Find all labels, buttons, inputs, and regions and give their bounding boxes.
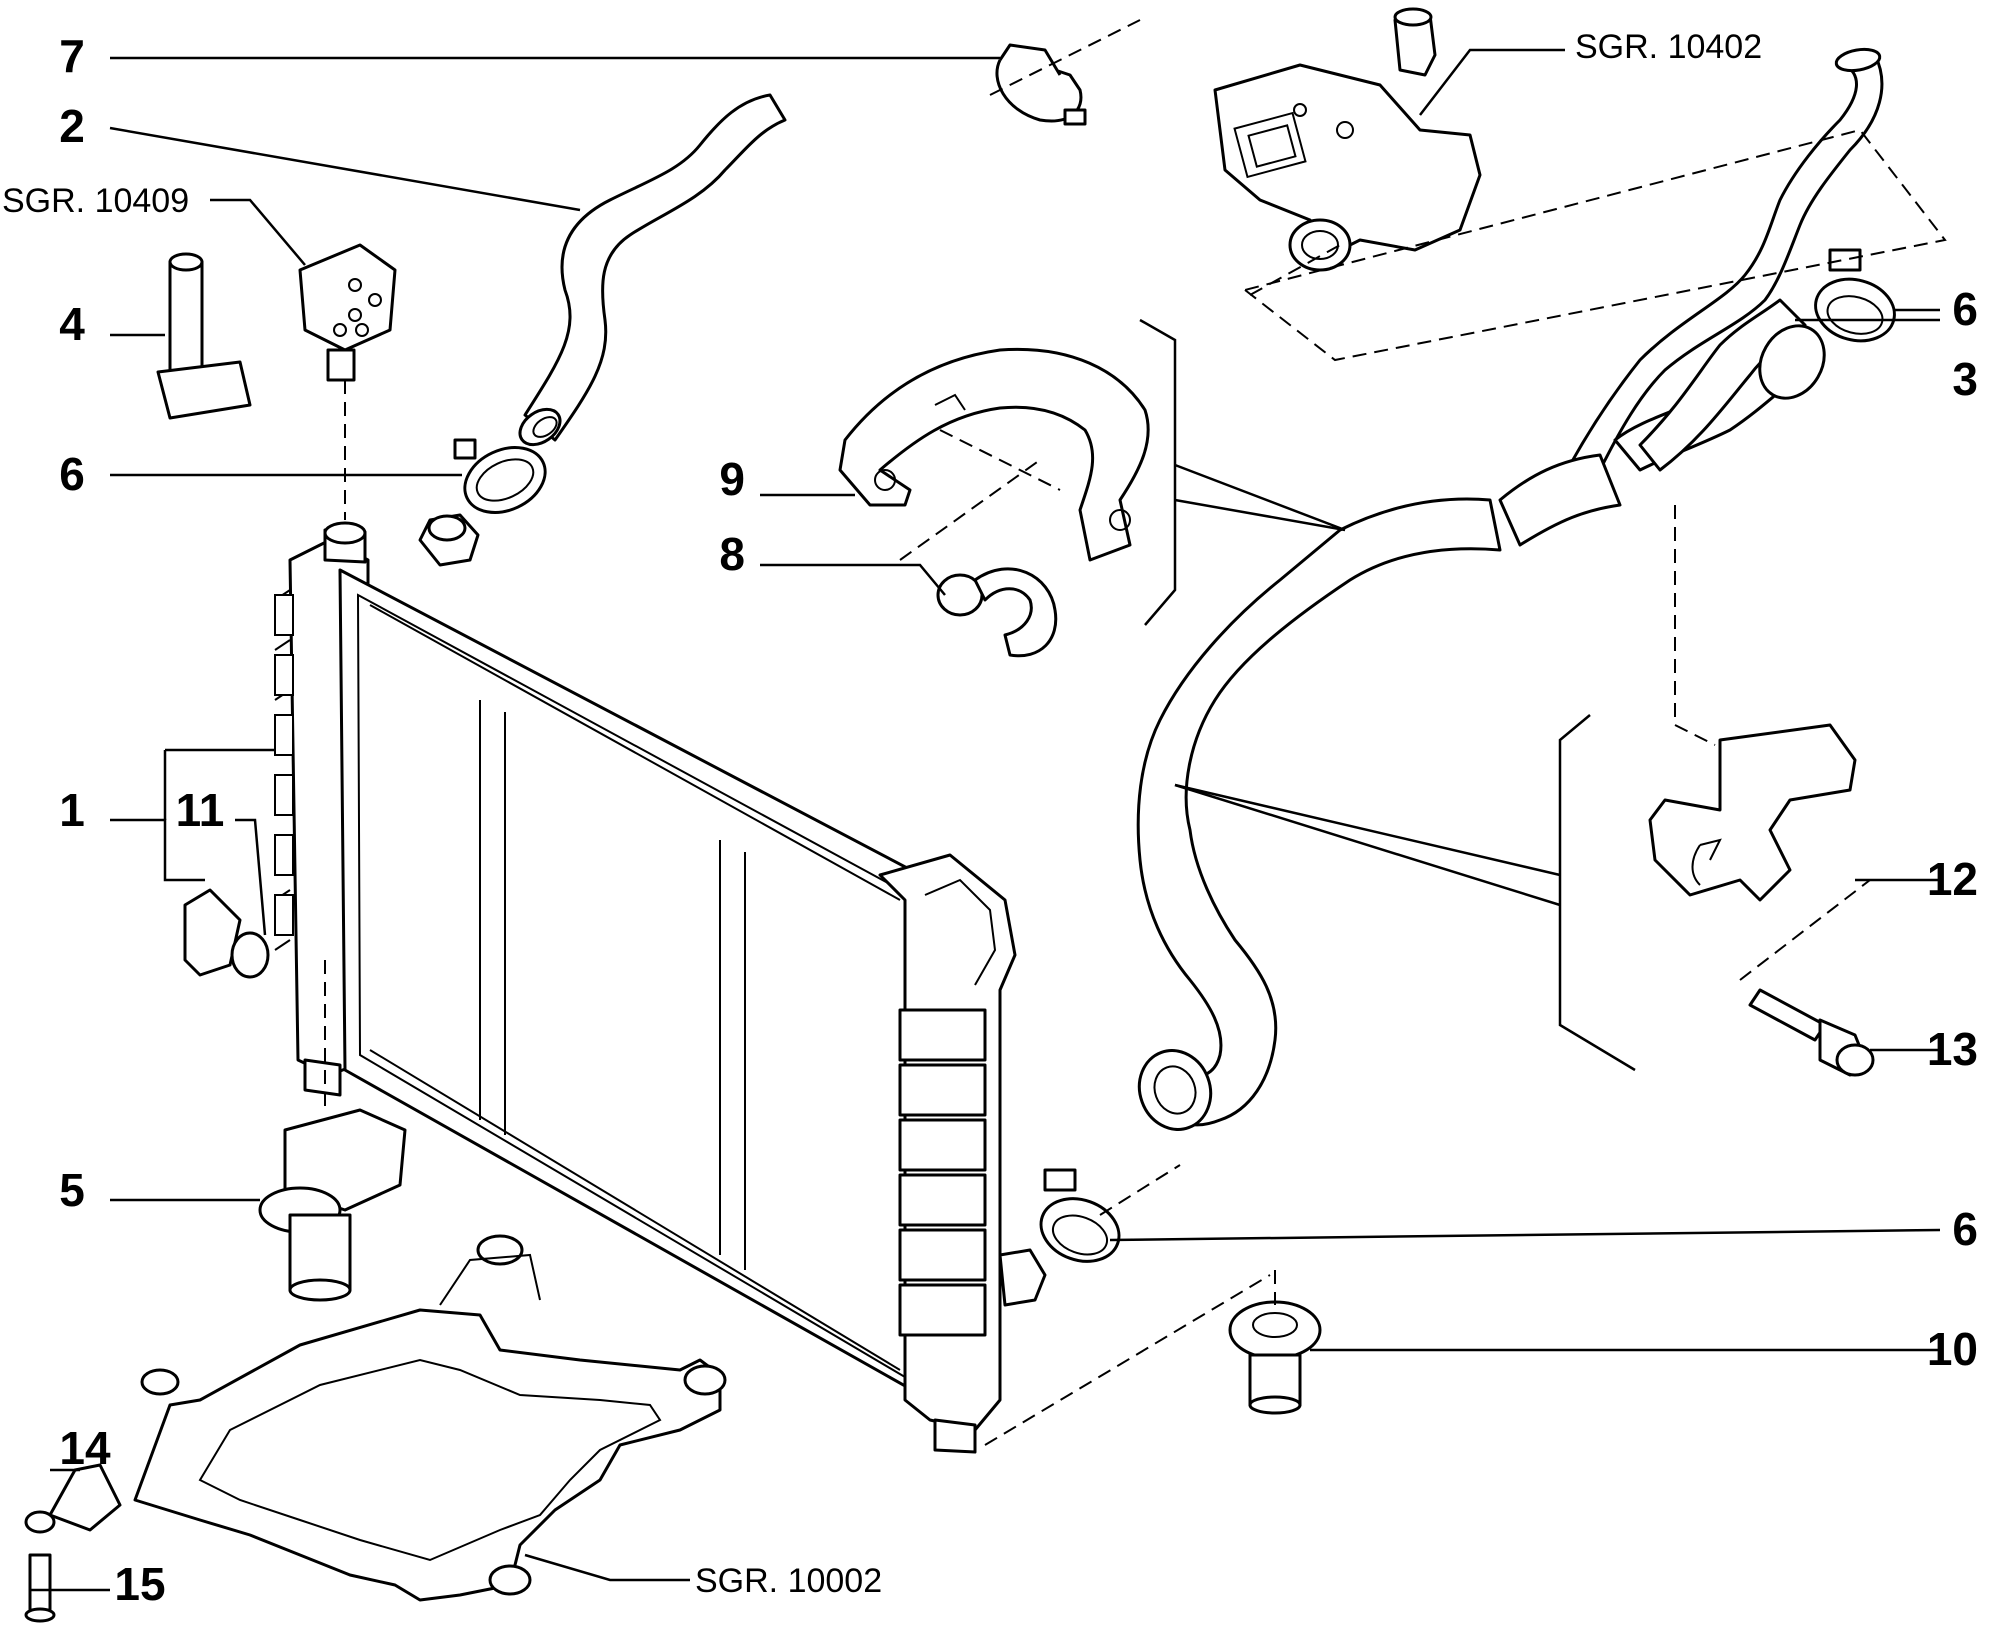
clip-8 [936, 567, 1058, 658]
reference-labels: SGR. 10409 SGR. 10402 SGR. 10002 [2, 28, 1762, 1600]
bolt-13 [1748, 988, 1875, 1077]
bracket-12 [1648, 723, 1857, 902]
callout-4: 4 [59, 298, 85, 350]
callout-15: 15 [114, 1558, 165, 1610]
thermostat-housing [1213, 7, 1482, 272]
callout-1: 1 [59, 784, 85, 836]
callout-8: 8 [719, 528, 745, 580]
upper-hose [523, 93, 787, 442]
sensor-4 [156, 252, 252, 420]
callout-11: 11 [176, 784, 225, 836]
alignment-lines [324, 19, 1947, 1446]
callout-6-lower: 6 [1952, 1203, 1978, 1255]
hose-clamp-6-upper-left [453, 438, 547, 514]
callout-9: 9 [719, 453, 745, 505]
callout-7: 7 [59, 30, 85, 82]
connector-plug [298, 243, 397, 382]
callout-10: 10 [1927, 1323, 1978, 1375]
hose-clamp-6-upper-right [1814, 248, 1896, 343]
callout-6-left: 6 [59, 448, 85, 500]
callout-5: 5 [59, 1164, 85, 1216]
hose-clamp-6-lower [1039, 1168, 1121, 1263]
callout-14: 14 [59, 1422, 111, 1474]
leader-lines [30, 48, 1941, 1592]
reference-sgr-10409: SGR. 10409 [2, 182, 189, 220]
callout-13: 13 [1927, 1023, 1978, 1075]
group-brackets [1139, 318, 1636, 1072]
radiator [274, 513, 1047, 1454]
lower-hose-3 [1136, 47, 1884, 1131]
callout-12: 12 [1927, 853, 1978, 905]
callout-2: 2 [59, 100, 85, 152]
sensor-11 [183, 888, 270, 979]
bracket-9 [838, 347, 1150, 562]
lower-mount-5 [258, 1108, 407, 1302]
bolt-15 [24, 1553, 56, 1623]
callout-6-right: 6 [1952, 283, 1978, 335]
hose-clamp-7 [995, 43, 1087, 126]
subframe [133, 1234, 727, 1602]
callout-labels: 7 2 4 6 1 11 5 14 15 9 8 6 3 12 13 6 10 [59, 30, 1978, 1610]
callout-3: 3 [1952, 353, 1978, 405]
reference-sgr-10402: SGR. 10402 [1575, 28, 1762, 66]
mount-14 [24, 1463, 122, 1534]
grommet-10 [1228, 1300, 1322, 1415]
reference-sgr-10002: SGR. 10002 [695, 1562, 882, 1600]
